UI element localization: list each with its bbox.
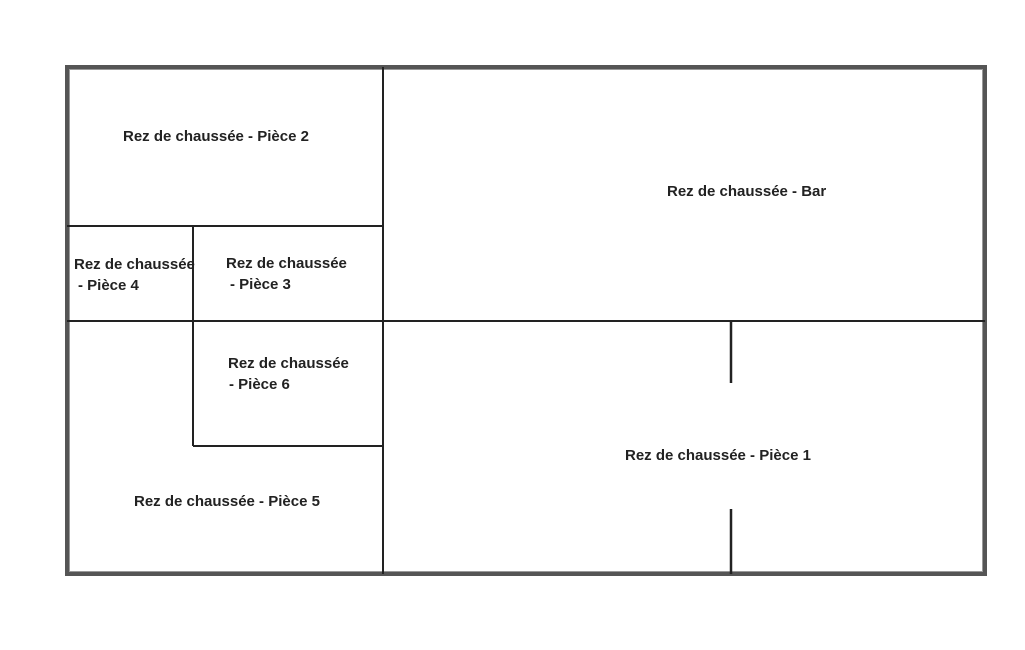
room-label-piece3-line2: - Pièce 3 [230, 276, 291, 293]
room-label-bar-text: Rez de chaussée - Bar [667, 183, 827, 200]
room-label-piece2-text: Rez de chaussée - Pièce 2 [123, 128, 309, 145]
room-label-piece4-line1: Rez de chaussée [74, 256, 195, 273]
room-label-bar: Rez de chaussée - Bar [667, 181, 826, 202]
room-label-piece5: Rez de chaussée - Pièce 5 [134, 491, 320, 512]
room-label-piece1-text: Rez de chaussée - Pièce 1 [625, 447, 811, 464]
room-label-piece6-line2: - Pièce 6 [229, 376, 290, 393]
room-label-piece3: Rez de chaussée - Pièce 3 [226, 253, 347, 295]
room-label-piece2: Rez de chaussée - Pièce 2 [123, 126, 309, 147]
room-label-piece6: Rez de chaussée - Pièce 6 [228, 353, 349, 395]
room-label-piece1: Rez de chaussée - Pièce 1 [625, 445, 811, 466]
room-label-piece5-text: Rez de chaussée - Pièce 5 [134, 493, 320, 510]
room-label-piece4: Rez de chaussée - Pièce 4 [74, 254, 195, 296]
room-label-piece3-line1: Rez de chaussée [226, 255, 347, 272]
room-label-piece6-line1: Rez de chaussée [228, 355, 349, 372]
room-label-piece4-line2: - Pièce 4 [78, 277, 139, 294]
